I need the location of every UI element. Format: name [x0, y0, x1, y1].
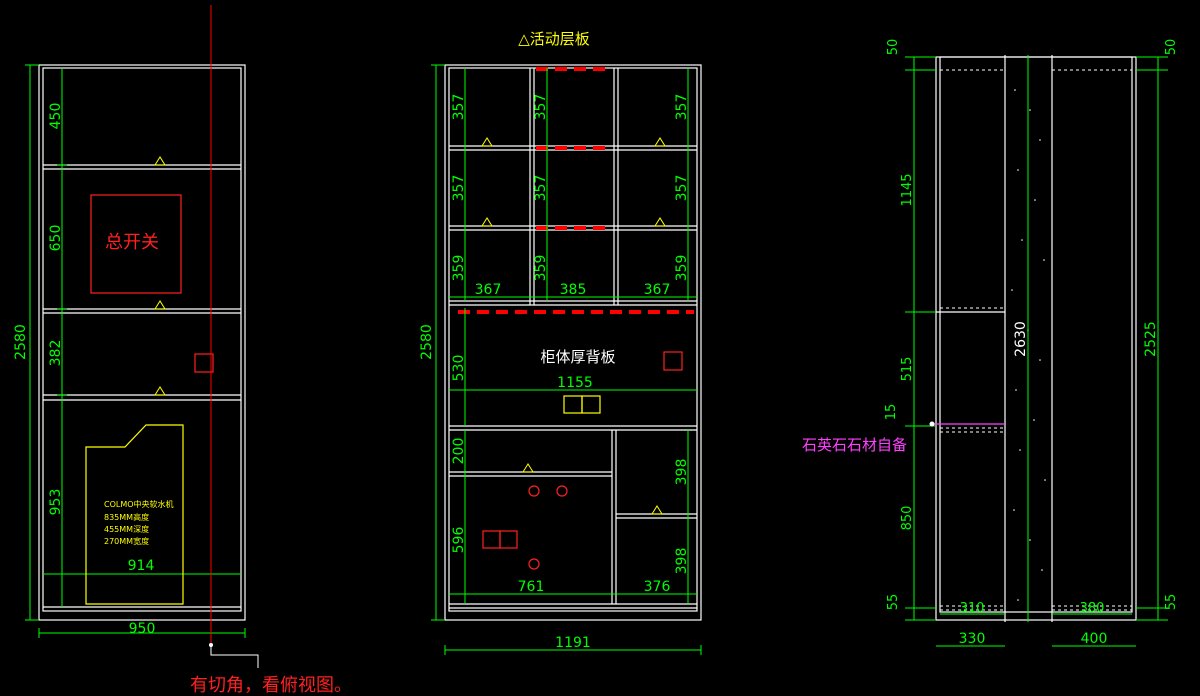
middle-left-2: 357 — [451, 175, 467, 202]
middle-right-1: 357 — [674, 94, 690, 121]
middle-right-2: 357 — [674, 175, 690, 202]
middle-left-1: 357 — [451, 94, 467, 121]
left-row-4: 953 — [48, 489, 64, 516]
right-left-dimensions — [905, 55, 1168, 647]
appliance-line-4: 270MM宽度 — [104, 536, 149, 546]
section-leader — [210, 645, 259, 668]
middle-mid-width: 1155 — [557, 375, 593, 391]
left-overall-height: 2580 — [13, 324, 29, 360]
adjustable-shelves — [458, 67, 694, 314]
main-switch-label: 总开关 — [105, 232, 159, 253]
appliance-line-3: 455MM深度 — [104, 524, 149, 534]
middle-mid-3: 359 — [533, 255, 549, 282]
plumbing-points — [482, 485, 568, 570]
middle-overall-height: 2580 — [419, 324, 435, 360]
right-dashed-shelves — [940, 69, 1132, 611]
left-row-3: 382 — [48, 340, 64, 367]
middle-mid-2: 357 — [533, 175, 549, 202]
left-socket — [194, 353, 214, 373]
middle-mid-1: 357 — [533, 94, 549, 121]
right-bottom-inner-1: 310 — [960, 601, 985, 616]
right-right-dim-3: 55 — [1164, 594, 1179, 611]
middle-lower-right-1: 398 — [674, 459, 690, 486]
middle-lower-left-2: 596 — [451, 527, 467, 554]
middle-right-3: 359 — [674, 255, 690, 282]
drawer-handles — [563, 395, 601, 414]
middle-left-3: 359 — [451, 255, 467, 282]
left-row-2: 650 — [48, 225, 64, 252]
middle-col-width-1: 367 — [475, 282, 502, 298]
middle-socket — [663, 351, 683, 371]
right-right-dim-1: 50 — [1164, 39, 1179, 56]
right-bottom-outer-1: 330 — [959, 631, 986, 647]
middle-dimensions — [431, 64, 702, 655]
stone-column-height: 2630 — [1013, 321, 1029, 357]
right-bottom-inner-2: 380 — [1080, 601, 1105, 616]
middle-overall-width: 1191 — [555, 635, 591, 651]
right-left-dim-6: 55 — [886, 594, 901, 611]
middle-mid-height: 530 — [451, 355, 467, 382]
middle-col-width-3: 367 — [644, 282, 671, 298]
stone-note: 石英石石材自备 — [802, 436, 907, 454]
right-left-dim-4: 15 — [884, 404, 899, 421]
left-overall-width: 950 — [129, 621, 156, 637]
appliance-text: COLMO中央软水机 835MM高度 455MM深度 270MM宽度 — [104, 499, 174, 546]
middle-lower-right-2: 398 — [674, 548, 690, 575]
stone-leader-dot — [929, 421, 935, 427]
water-softener-outline — [85, 424, 184, 605]
left-shelf-markers — [154, 156, 166, 396]
right-left-dim-1: 50 — [886, 39, 901, 56]
left-row-1: 450 — [48, 103, 64, 130]
right-left-dim-3: 515 — [900, 357, 915, 382]
middle-shelf-markers — [481, 137, 666, 515]
right-section — [935, 55, 1137, 622]
right-left-dim-2: 1145 — [900, 173, 915, 206]
right-left-dim-5: 850 — [900, 506, 915, 531]
main-switch-box — [90, 194, 182, 294]
section-leader-dot — [209, 643, 213, 647]
middle-title: △活动层板 — [518, 30, 590, 48]
right-right-dim-2: 2525 — [1143, 321, 1159, 357]
section-note: 有切角，看俯视图。 — [190, 675, 352, 696]
middle-lower-width-1: 761 — [518, 579, 545, 595]
middle-elevation — [444, 64, 702, 621]
back-panel-label: 柜体厚背板 — [540, 348, 615, 366]
middle-col-width-2: 385 — [560, 282, 587, 298]
appliance-line-1: COLMO中央软水机 — [104, 499, 174, 509]
left-inner-width: 914 — [128, 558, 155, 574]
middle-lower-left-1: 200 — [451, 438, 467, 465]
right-bottom-outer-2: 400 — [1081, 631, 1108, 647]
middle-lower-width-2: 376 — [644, 579, 671, 595]
appliance-line-2: 835MM高度 — [104, 512, 149, 522]
left-elevation — [38, 64, 246, 621]
